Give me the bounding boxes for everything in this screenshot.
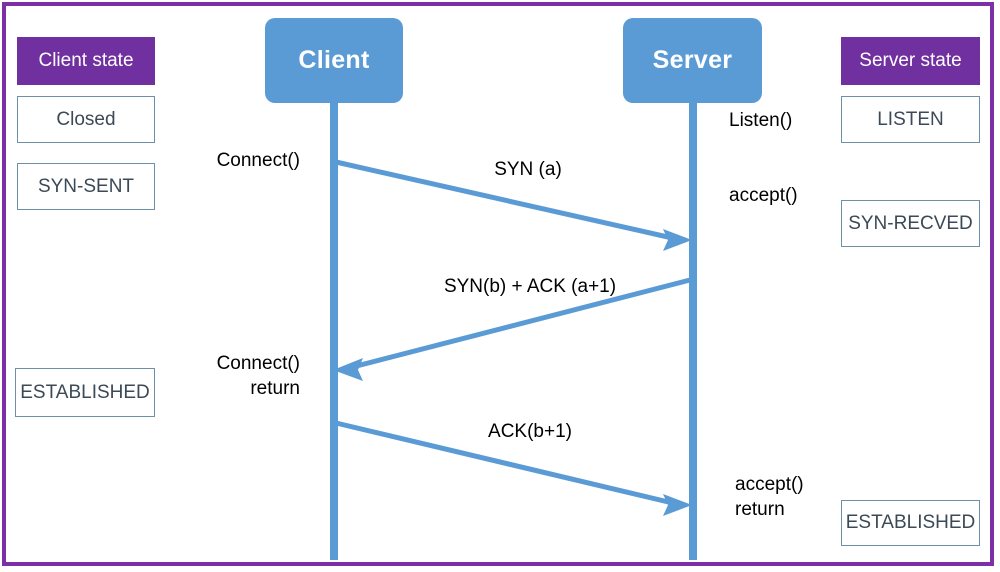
client-state-closed: Closed xyxy=(17,96,155,143)
message-label-syn: SYN (a) xyxy=(494,159,562,180)
server-state-syn-recved: SYN-RECVED xyxy=(841,200,980,247)
arrow-ack xyxy=(335,420,692,516)
participant-server-label: Server xyxy=(652,46,733,74)
server-state-listen: LISTEN xyxy=(841,96,980,143)
participant-client-label: Client xyxy=(298,46,370,74)
arrow-syn xyxy=(335,159,692,251)
server-call-accept-return: accept() return xyxy=(735,474,804,521)
server-state-established-label: ESTABLISHED xyxy=(845,512,976,533)
client-state-established-label: ESTABLISHED xyxy=(20,381,150,403)
client-call-connect-return: Connect() return xyxy=(216,353,300,400)
server-state-header: Server state xyxy=(841,37,980,85)
client-state-syn-sent: SYN-SENT xyxy=(17,163,155,210)
message-label-syn-ack: SYN(b) + ACK (a+1) xyxy=(443,276,617,297)
lifeline-server xyxy=(689,103,697,560)
client-state-header: Client state xyxy=(17,37,155,85)
server-state-header-label: Server state xyxy=(859,50,962,71)
client-state-syn-sent-label: SYN-SENT xyxy=(37,175,135,197)
server-call-listen: Listen() xyxy=(729,110,793,131)
server-state-listen-label: LISTEN xyxy=(877,108,944,130)
server-call-accept: accept() xyxy=(729,185,798,206)
lifeline-client xyxy=(330,103,338,560)
server-state-established: ESTABLISHED xyxy=(841,500,980,546)
participant-server: Server xyxy=(623,18,762,103)
server-state-syn-recved-label: SYN-RECVED xyxy=(848,212,973,234)
client-state-header-label: Client state xyxy=(38,50,134,71)
client-state-established: ESTABLISHED xyxy=(15,368,155,417)
diagram-frame xyxy=(2,2,994,566)
arrow-syn-ack xyxy=(333,277,691,381)
client-call-connect: Connect() xyxy=(216,150,300,171)
participant-client: Client xyxy=(265,18,403,103)
client-state-closed-label: Closed xyxy=(56,108,116,130)
message-label-ack: ACK(b+1) xyxy=(488,421,572,442)
